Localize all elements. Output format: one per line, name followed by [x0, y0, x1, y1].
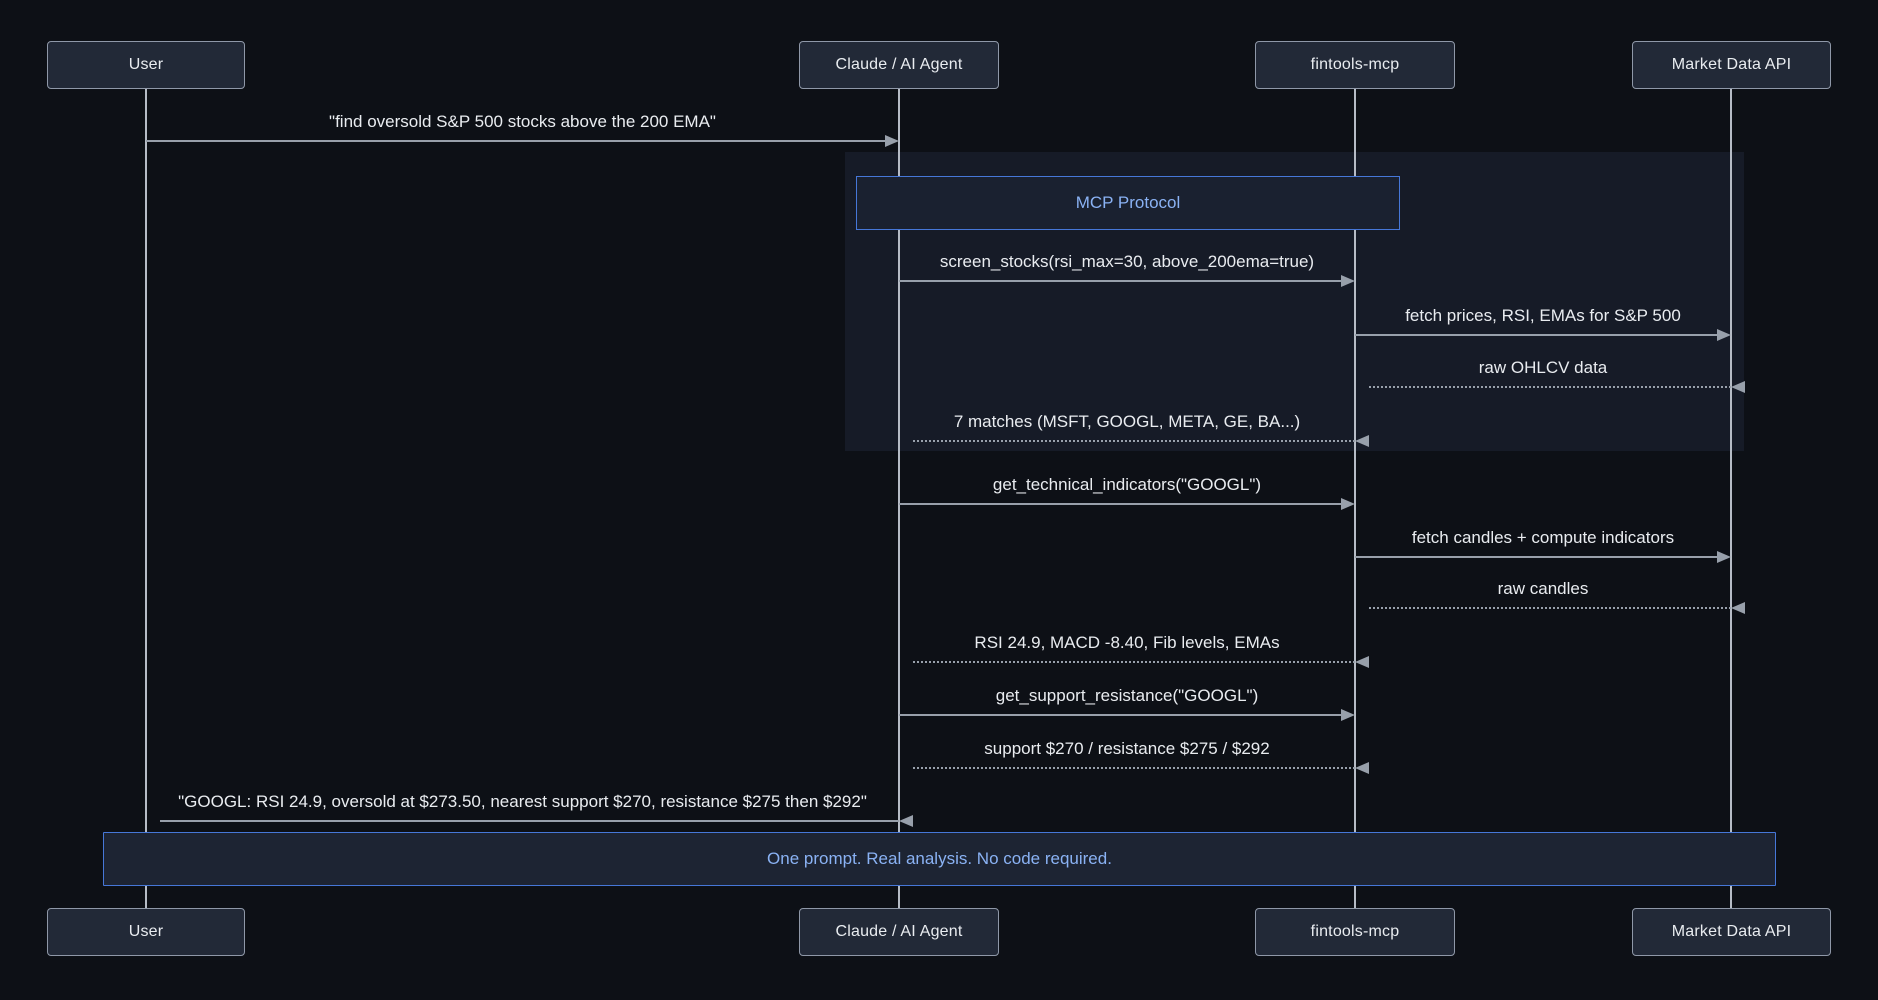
lifeline-user [145, 89, 147, 908]
actor-box-fintools-mcp-top: fintools-mcp [1255, 41, 1455, 89]
actor-label: fintools-mcp [1310, 56, 1400, 73]
actor-box-market-data-api-top: Market Data API [1632, 41, 1831, 89]
message-label: RSI 24.9, MACD -8.40, Fib levels, EMAs [974, 633, 1280, 652]
actor-box-user-top: User [47, 41, 245, 89]
message-arrowhead [1341, 498, 1355, 510]
message-label: screen_stocks(rsi_max=30, above_200ema=t… [939, 252, 1315, 271]
message-line [899, 714, 1341, 716]
message-arrowhead [1355, 656, 1369, 668]
message-arrowhead [1731, 602, 1745, 614]
message-line [899, 503, 1341, 505]
message-label: fetch candles + compute indicators [1411, 528, 1675, 547]
actor-label: Claude / AI Agent [835, 923, 963, 940]
message-label: "GOOGL: RSI 24.9, oversold at $273.50, n… [178, 792, 867, 811]
message-arrowhead [899, 815, 913, 827]
message-line [1369, 607, 1731, 609]
actor-box-user-bottom: User [47, 908, 245, 956]
lifeline-claude-ai-agent [898, 89, 900, 908]
lifeline-market-data-api [1730, 89, 1732, 908]
message-arrowhead [1717, 551, 1731, 563]
note-box: One prompt. Real analysis. No code requi… [103, 832, 1776, 886]
message-label: get_technical_indicators("GOOGL") [992, 475, 1262, 494]
message-label: raw candles [1497, 579, 1589, 598]
message-line [160, 820, 899, 822]
message-line [1355, 556, 1717, 558]
message-line [913, 767, 1355, 769]
message-arrowhead [1341, 709, 1355, 721]
message-label: get_support_resistance("GOOGL") [995, 686, 1259, 705]
message-label: 7 matches (MSFT, GOOGL, META, GE, BA...) [953, 412, 1301, 431]
message-arrowhead [1717, 329, 1731, 341]
message-line [1369, 386, 1731, 388]
actor-box-claude-ai-agent-top: Claude / AI Agent [799, 41, 999, 89]
message-label: support $270 / resistance $275 / $292 [984, 739, 1270, 758]
actor-box-market-data-api-bottom: Market Data API [1632, 908, 1831, 956]
actor-label: User [128, 56, 164, 73]
message-line [913, 661, 1355, 663]
lifeline-fintools-mcp [1354, 89, 1356, 908]
actor-label: fintools-mcp [1310, 923, 1400, 940]
message-line [913, 440, 1355, 442]
message-line [899, 280, 1341, 282]
mcp-protocol-label-box: MCP Protocol [856, 176, 1400, 230]
message-line [146, 140, 885, 142]
actor-box-fintools-mcp-bottom: fintools-mcp [1255, 908, 1455, 956]
message-label: raw OHLCV data [1478, 358, 1608, 377]
message-arrowhead [1341, 275, 1355, 287]
message-label: "find oversold S&P 500 stocks above the … [329, 112, 716, 131]
message-arrowhead [1731, 381, 1745, 393]
message-arrowhead [885, 135, 899, 147]
message-line [1355, 334, 1717, 336]
mcp-protocol-label: MCP Protocol [1075, 193, 1181, 212]
actor-box-claude-ai-agent-bottom: Claude / AI Agent [799, 908, 999, 956]
actor-label: Market Data API [1671, 56, 1792, 73]
actor-label: User [128, 923, 164, 940]
message-arrowhead [1355, 762, 1369, 774]
message-arrowhead [1355, 435, 1369, 447]
note-text: One prompt. Real analysis. No code requi… [767, 849, 1112, 868]
actor-label: Claude / AI Agent [835, 56, 963, 73]
actor-label: Market Data API [1671, 923, 1792, 940]
message-label: fetch prices, RSI, EMAs for S&P 500 [1405, 306, 1681, 325]
